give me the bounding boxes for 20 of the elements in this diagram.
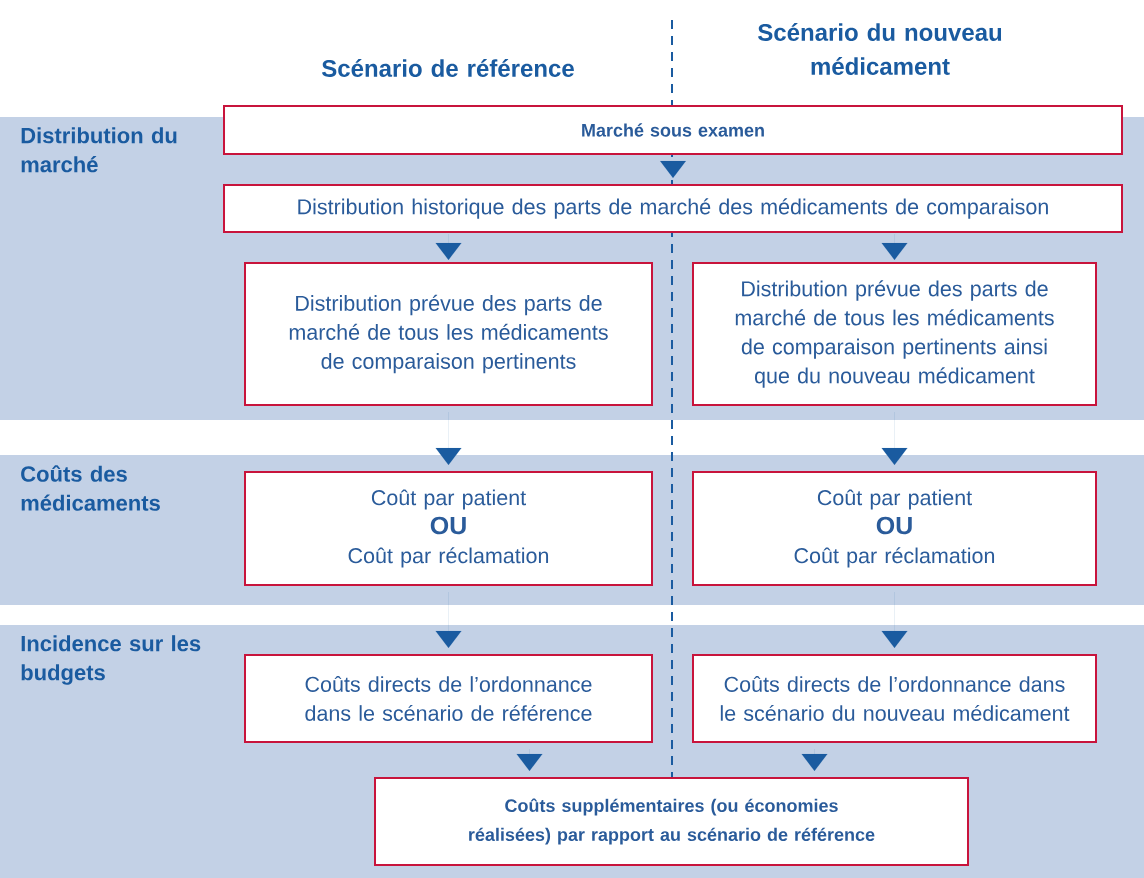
text-box: Coûts supplémentaires (ou économies réalisées) par rapport au scénario de référence [374, 777, 969, 866]
arrow [435, 411, 462, 465]
column-heading: Scénario de référence [321, 59, 574, 77]
arrow [660, 160, 686, 178]
arrow [516, 748, 543, 771]
text-box: Distribution prévue des parts de marché de tous les médicaments de comparaison pertinents ainsi que du nouveau médicament [692, 262, 1097, 406]
text-box: Marché sous examen [223, 105, 1123, 155]
text-box: Coût par patient OU Coût par réclamation [692, 471, 1097, 586]
text-box: Distribution historique des parts de marché des médicaments de comparaison [223, 184, 1123, 233]
text-box: Coûts directs de l’ordonnance dans le scénario du nouveau médicament [692, 654, 1097, 743]
text-box: Distribution prévue des parts de marché de tous les médicaments de comparaison pertinents [244, 262, 653, 406]
column-heading: Scénario du nouveau médicament [758, 23, 1002, 75]
arrow [435, 591, 462, 648]
arrow [881, 591, 908, 648]
arrow [435, 233, 462, 260]
arrow [881, 411, 908, 465]
text-box: Coût par patient OU Coût par réclamation [244, 471, 653, 586]
arrow [881, 233, 908, 260]
arrow [801, 748, 828, 771]
text-box: Coûts directs de l’ordonnance dans le scénario de référence [244, 654, 653, 743]
